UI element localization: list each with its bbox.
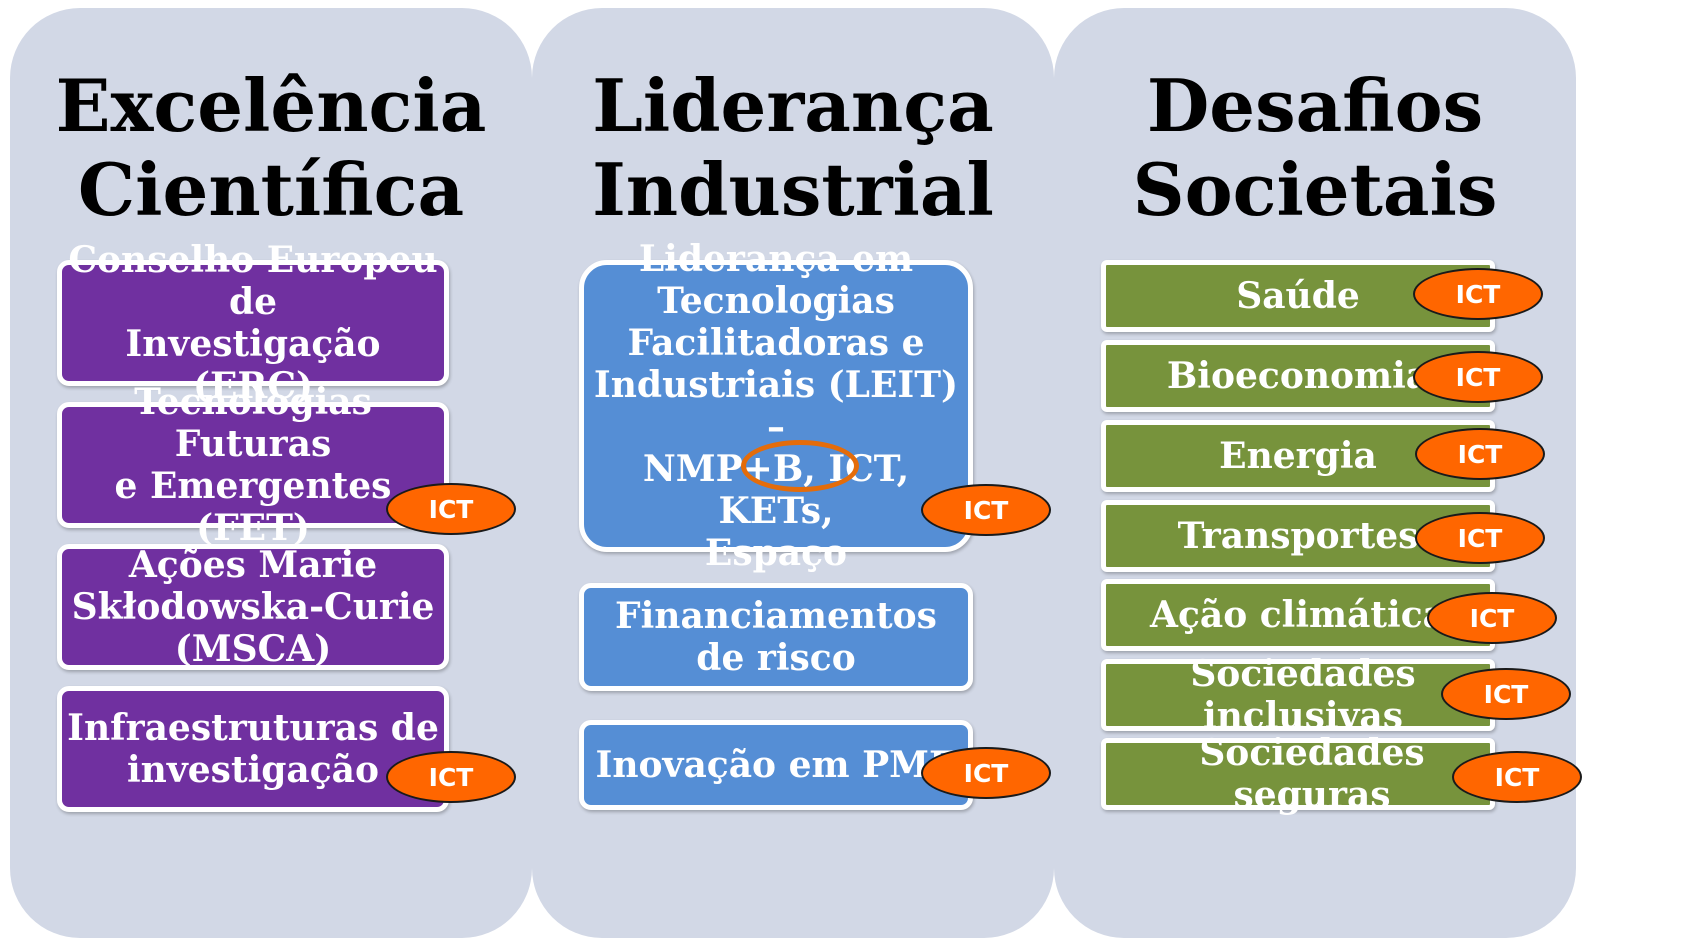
ict-badge: ICT	[1452, 751, 1582, 803]
ict-badge: ICT	[1415, 512, 1545, 564]
ict-badge: ICT	[921, 747, 1051, 799]
column-title: Liderança Industrial	[592, 63, 994, 232]
box-erc: Conselho Europeu de Investigação (ERC)	[57, 239, 449, 407]
ict-badge: ICT	[1427, 592, 1557, 644]
ict-badge: ICT	[386, 483, 516, 535]
ict-badge: ICT	[1413, 268, 1543, 320]
column-title: Excelência Científica	[55, 63, 487, 232]
box-inovacao-pme: Inovação em PME	[579, 720, 973, 810]
ict-highlight-ring	[741, 440, 859, 492]
box-financiamentos: Financiamentos de risco	[579, 583, 973, 691]
ict-badge: ICT	[1413, 351, 1543, 403]
box-transportes: Transportes	[1101, 500, 1495, 572]
ict-badge: ICT	[386, 751, 516, 803]
box-sociedades-inclusivas: Sociedades inclusivas	[1101, 653, 1495, 737]
ict-badge: ICT	[1441, 668, 1571, 720]
ict-badge: ICT	[921, 484, 1051, 536]
box-sociedades-seguras: Sociedades seguras	[1101, 732, 1495, 816]
box-msca: Ações Marie Skłodowska-Curie (MSCA)	[57, 544, 449, 670]
ict-badge: ICT	[1415, 428, 1545, 480]
box-energia: Energia	[1101, 420, 1495, 492]
box-infraestruturas: Infraestruturas de investigação	[57, 686, 449, 812]
box-leit: Liderança em Tecnologias Facilitadoras e…	[579, 238, 973, 574]
column-title: Desafios Societais	[1132, 63, 1498, 232]
box-fet: Tecnologias Futuras e Emergentes (FET)	[57, 381, 449, 549]
